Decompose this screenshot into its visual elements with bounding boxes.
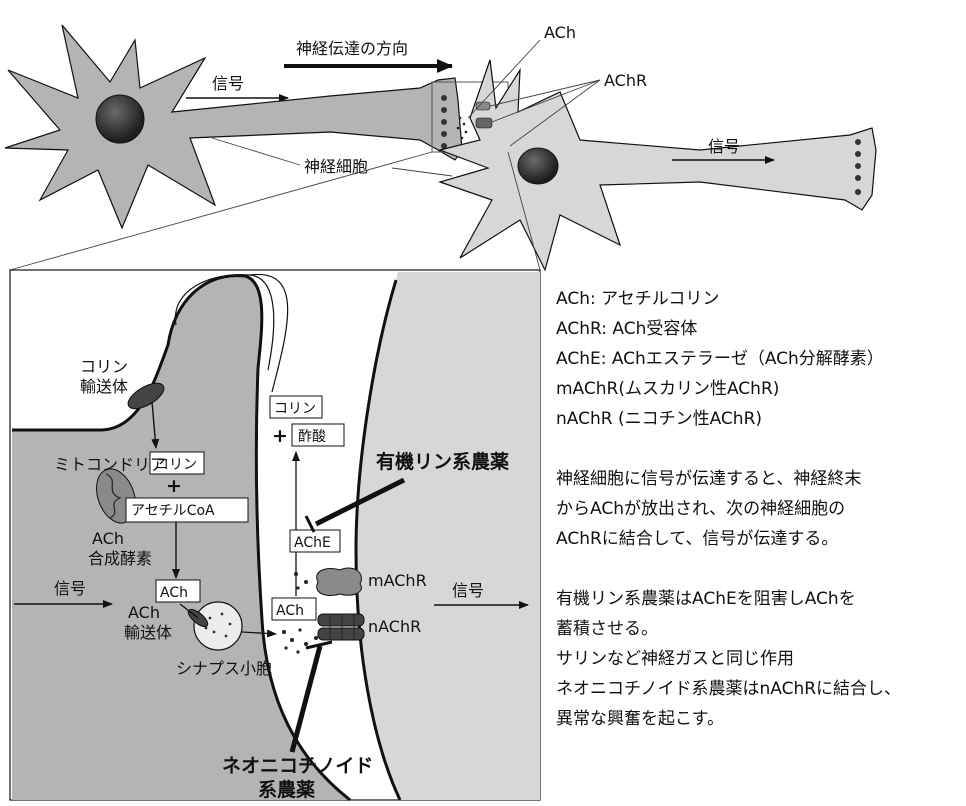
paragraph1-line2: からAChが放出され、次の神経細胞の [556, 494, 961, 524]
paragraph1-line3: AChRに結合して、信号が伝達する。 [556, 524, 961, 554]
legend-panel: ACh: アセチルコリン AChR: ACh受容体 AChE: AChエステラー… [556, 284, 961, 734]
label-ach-synthase-1: ACh [92, 529, 124, 548]
paragraph2-line3: サリンなど神経ガスと同じ作用 [556, 644, 961, 674]
text-ache: AChE [294, 535, 331, 551]
label-nachr: nAChR [368, 617, 421, 636]
label-ach-top: ACh [544, 23, 576, 42]
nucleus-2 [518, 148, 558, 184]
text-choline-cleft: コリン [274, 401, 316, 417]
definition-nachr: nAChR (ニコチン性AChR) [556, 404, 961, 434]
label-signal-in: 信号 [54, 579, 86, 598]
nucleus-1 [96, 95, 144, 143]
paragraph2-line5: 異常な興奮を起こす。 [556, 704, 961, 734]
label-neonicotinoid-2: 系農薬 [258, 778, 315, 801]
label-signal-out: 信号 [452, 581, 484, 600]
label-signal-left: 信号 [212, 74, 244, 93]
paragraph1-line1: 神経細胞に信号が伝達すると、神経終末 [556, 464, 961, 494]
label-machr: mAChR [368, 571, 427, 590]
label-vesicle: シナプス小胞 [176, 659, 272, 678]
definition-achr: AChR: ACh受容体 [556, 314, 961, 344]
definition-ache: AChE: AChエステラーゼ（ACh分解酵素） [556, 344, 961, 374]
postsynaptic-region [356, 272, 540, 800]
plus-inner: + [166, 475, 182, 497]
label-ach-transporter-2: 輸送体 [124, 623, 172, 642]
text-ach-inner: ACh [160, 585, 188, 601]
label-mitochondria: ミトコンドリア [54, 455, 166, 474]
top-receptor-1 [476, 102, 490, 110]
postsynaptic-neuron [440, 60, 876, 270]
label-signal-right: 信号 [708, 137, 740, 156]
text-ach-cleft: ACh [276, 603, 304, 619]
label-organophosphate: 有機リン系農薬 [376, 450, 509, 473]
machr-receptor [317, 568, 362, 596]
label-ach-transporter-1: ACh [128, 603, 160, 622]
paragraph2-line1: 有機リン系農薬はAChEを阻害しAChを [556, 584, 961, 614]
paragraph2-line4: ネオニコチノイド系農薬はnAChRに結合し、 [556, 674, 961, 704]
plus-cleft: + [272, 425, 288, 447]
definition-machr: mAChR(ムスカリン性AChR) [556, 374, 961, 404]
label-direction: 神経伝達の方向 [296, 39, 408, 58]
paragraph2-line2: 蓄積させる。 [556, 614, 961, 644]
definition-ach: ACh: アセチルコリン [556, 284, 961, 314]
label-choline-transporter-1: コリン [80, 357, 128, 376]
label-ach-synthase-2: 合成酵素 [88, 549, 152, 568]
label-neonicotinoid-1: ネオニコチノイド [222, 755, 373, 777]
text-acetyl-coa: アセチルCoA [131, 503, 215, 519]
top-receptor-2 [476, 118, 492, 128]
label-achr-top: AChR [604, 71, 647, 90]
label-neuron: 神経細胞 [304, 157, 368, 176]
text-acetic-acid: 酢酸 [298, 429, 326, 445]
label-choline-transporter-2: 輸送体 [80, 377, 128, 396]
